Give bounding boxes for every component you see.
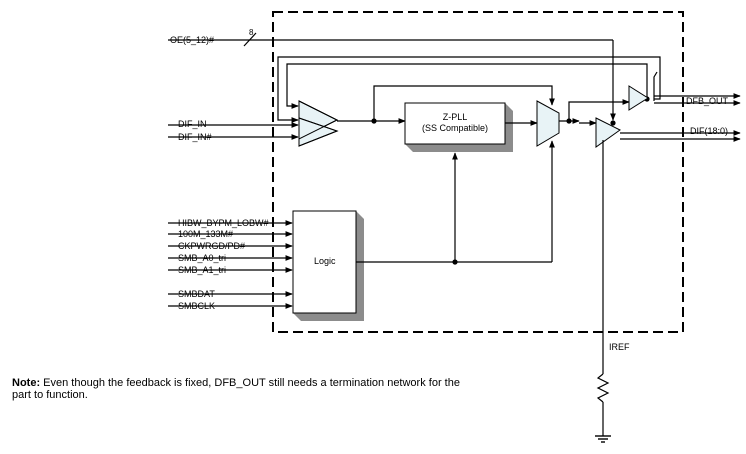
logic-block: Logic [292,210,364,321]
pll-input-lines [337,85,555,124]
oe-label: OE(5_12)# [170,35,214,45]
logic-input-label: CKPWRGD/PD# [178,241,245,251]
dif-out-label: DIF(18:0) [690,126,728,136]
note-label: Note: [12,377,41,389]
note-body: Even though the feedback is fixed, DFB_O… [12,377,460,401]
z-pll-block: Z-PLL (SS Compatible) [404,102,513,152]
smb-input-label: SMBCLK [178,301,215,311]
bus-width-label: 8 [249,28,254,37]
z-pll-label: Z-PLL [443,112,468,122]
logic-inputs: HIBW_BYPM_LOBW# 100M_133M# CKPWRGD/PD# S… [168,218,293,311]
smb-input-label: SMBDAT [178,289,215,299]
dfb-out-label: DFB_OUT [686,96,729,106]
oe-bus: OE(5_12)# 8 [168,28,616,121]
logic-label: Logic [314,256,336,266]
logic-input-label: SMB_A0_tri [178,253,226,263]
logic-control-lines [356,140,555,265]
output-lines: DFB_OUT DIF(18:0) [620,93,741,142]
resistor-icon [596,373,610,403]
mux-output-lines [559,99,630,126]
dif-inputs: DIF_IN DIF_IN# [168,119,299,142]
mux [536,100,560,147]
dif-in-label: DIF_IN [178,119,207,129]
dif-in-n-label: DIF_IN# [178,132,212,142]
logic-input-label: 100M_133M# [178,229,233,239]
ground-icon [595,435,611,443]
note-text: Note: Even though the feedback is fixed,… [12,377,472,401]
iref-label: IREF [609,342,630,352]
logic-input-label: SMB_A1_tri [178,265,226,275]
output-buffers [595,85,649,148]
input-buffers [298,100,339,147]
z-pll-subtitle: (SS Compatible) [422,123,488,133]
chip-boundary [272,11,684,333]
iref-circuit: IREF [595,140,630,443]
logic-input-label: HIBW_BYPM_LOBW# [178,218,269,228]
